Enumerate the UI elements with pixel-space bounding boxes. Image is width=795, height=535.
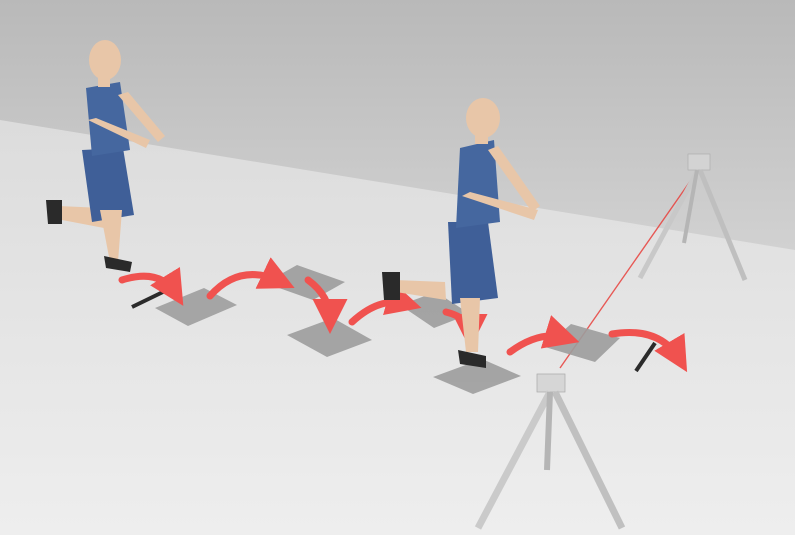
hop-test-scene — [0, 0, 795, 535]
